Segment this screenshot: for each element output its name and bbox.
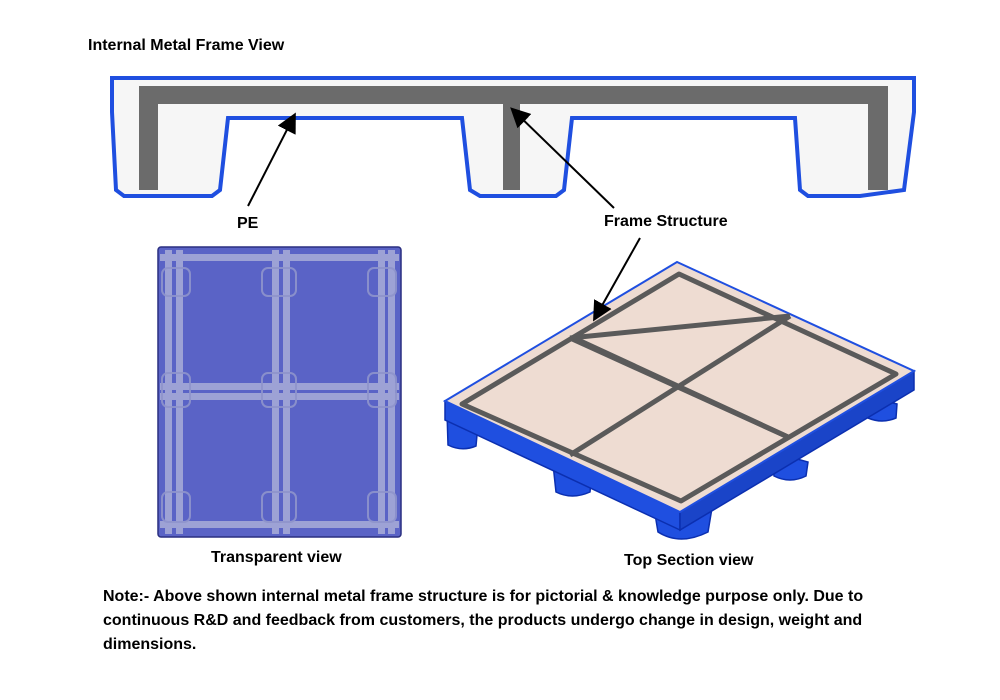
transparent-view (157, 246, 402, 538)
transparent-view-caption: Transparent view (211, 549, 342, 566)
pe-arrow (247, 112, 296, 207)
disclaimer-note: Note:- Above shown internal metal frame … (103, 588, 864, 653)
diagram-title: Internal Metal Frame View (88, 37, 285, 54)
top-section-view (442, 260, 917, 540)
transparent-pallet (157, 246, 402, 538)
side-section-view (110, 76, 916, 198)
internal-metal-frame (139, 86, 888, 190)
frame-structure-callout-label: Frame Structure (604, 213, 728, 230)
frame-arrow-iso (593, 237, 641, 322)
callout-arrows (247, 107, 641, 322)
pe-callout-label: PE (237, 215, 259, 232)
frame-arrow-side (510, 107, 615, 209)
top-section-view-caption: Top Section view (624, 552, 754, 569)
